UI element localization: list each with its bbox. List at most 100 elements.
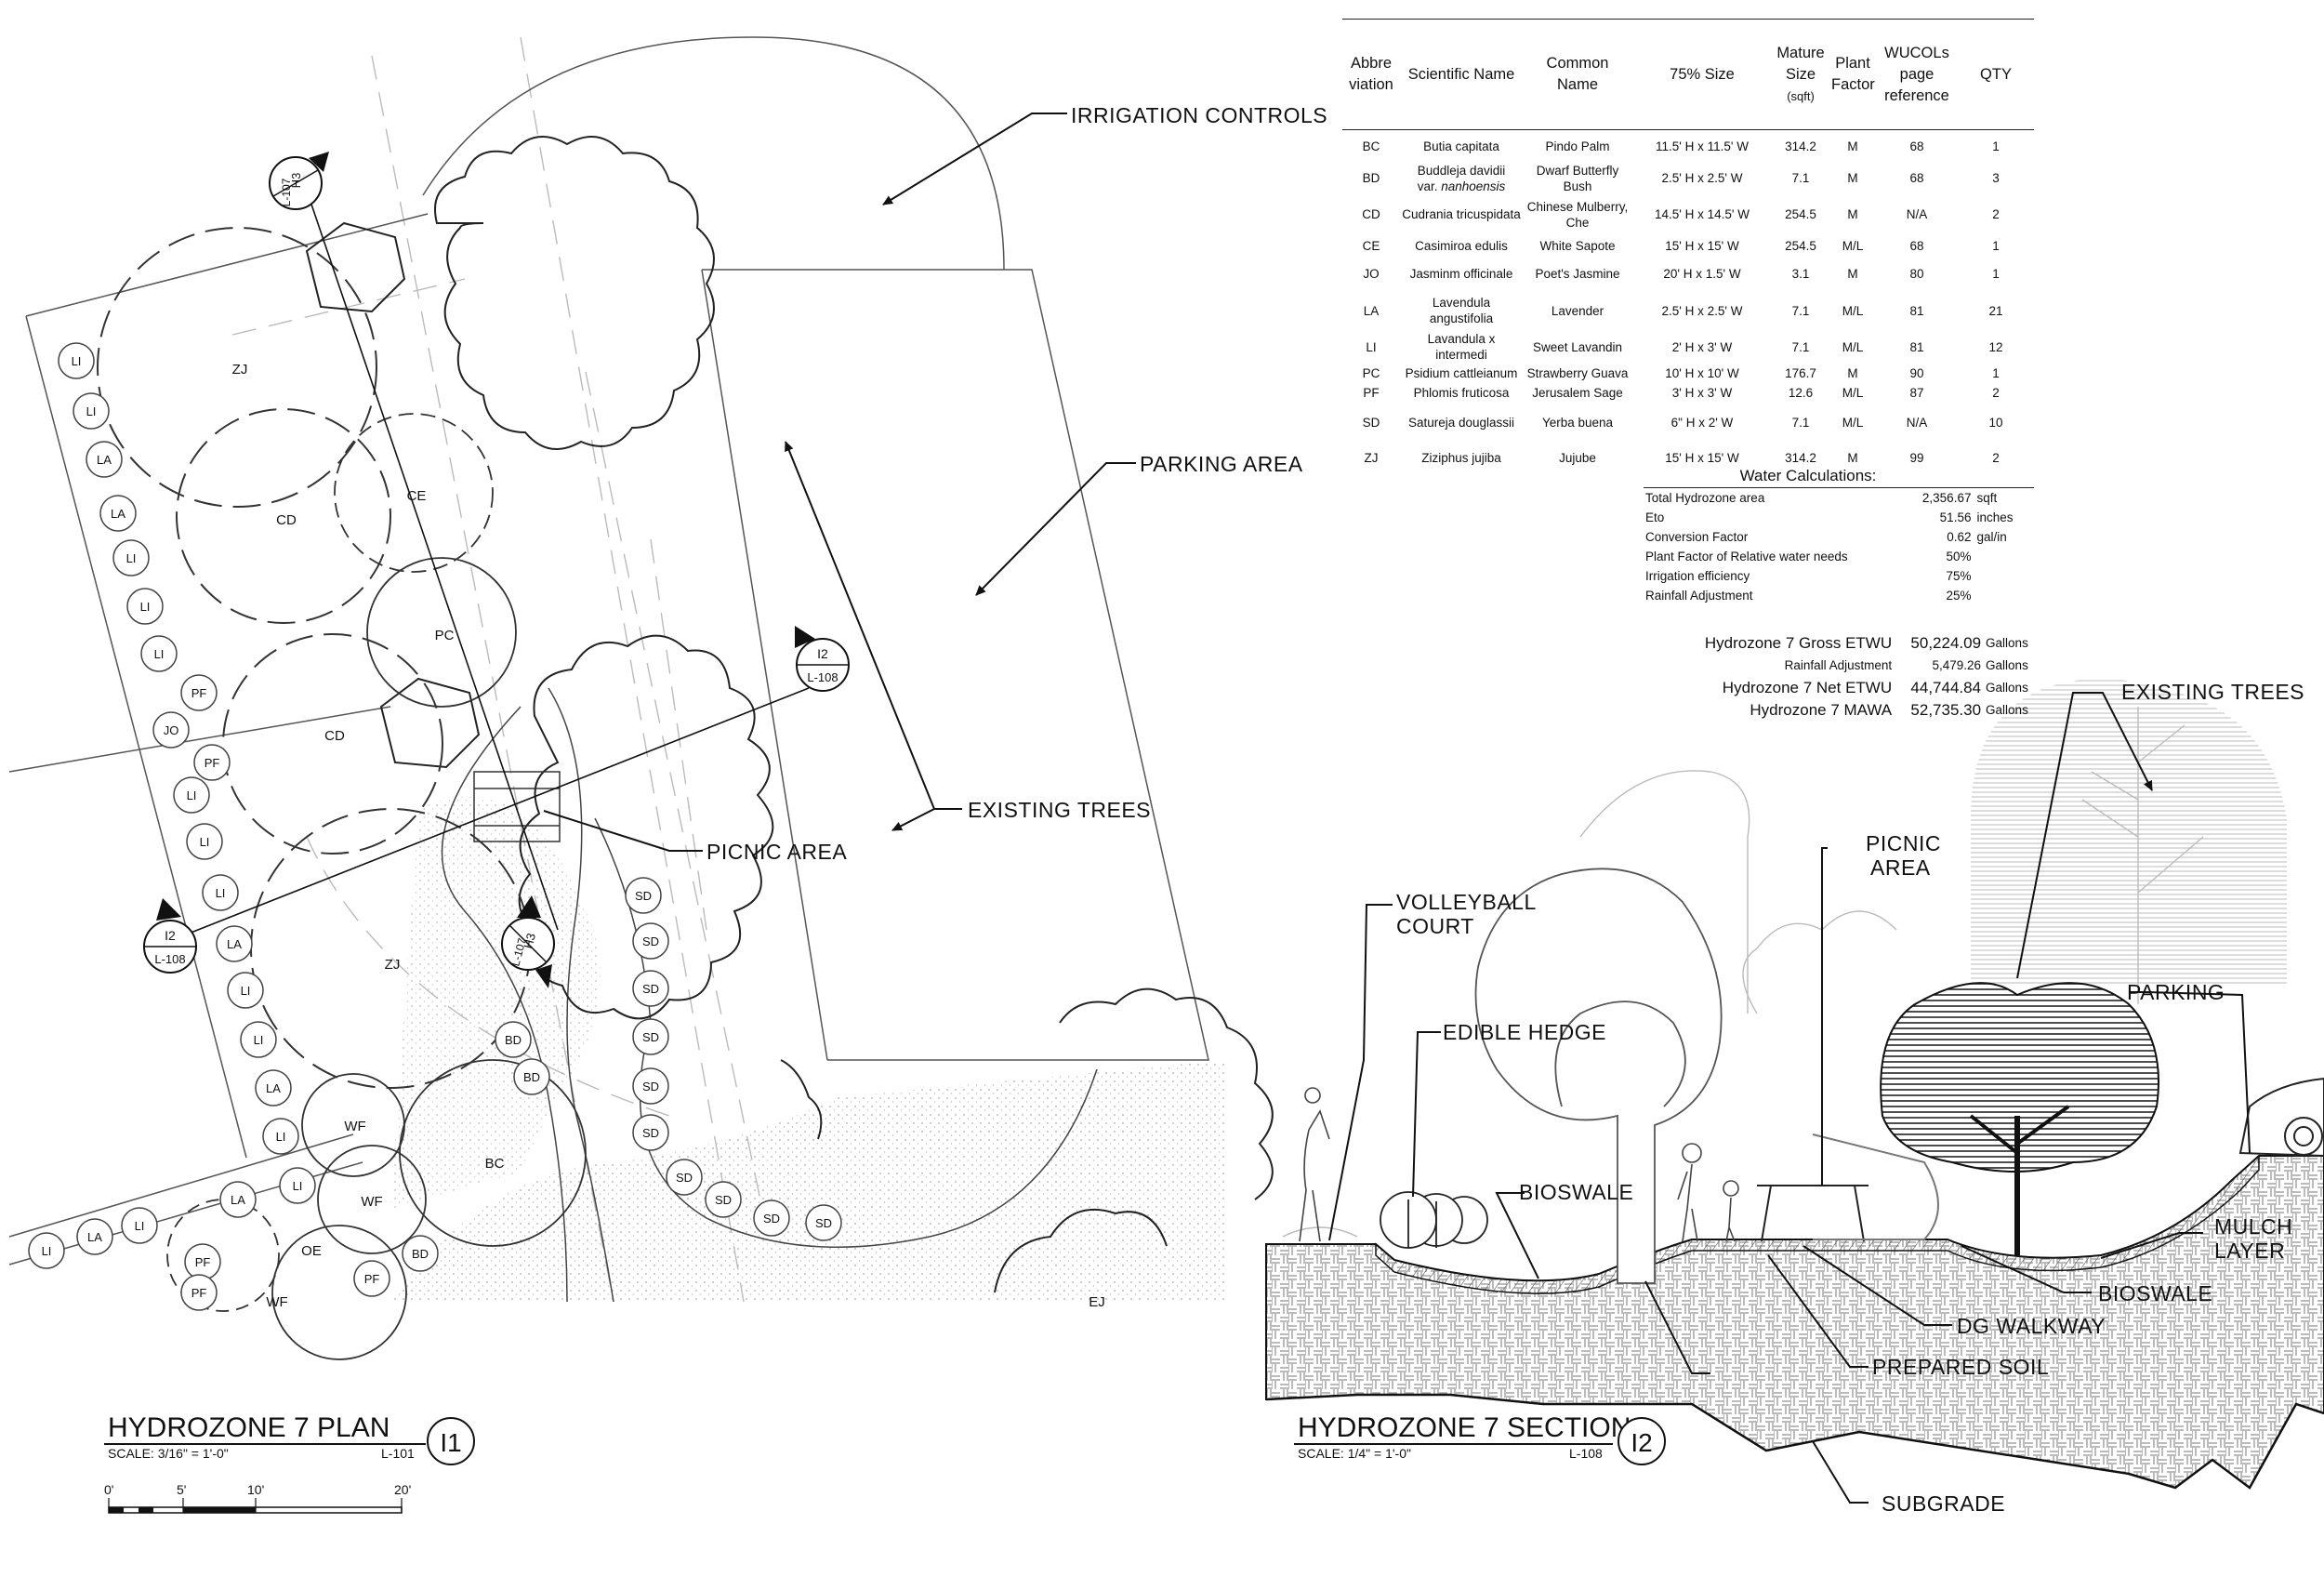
- label-cd: CD: [324, 728, 345, 744]
- cell-wucols-ref: 68: [1909, 139, 1924, 153]
- cell-scientific-name: Phlomis fruticosa: [1413, 385, 1510, 400]
- scale-bar-5: 5': [177, 1482, 186, 1497]
- cell-mature-size: 314.2: [1785, 451, 1816, 465]
- plan-scale: SCALE: 3/16" = 1'-0": [108, 1446, 229, 1461]
- calc-value: 51.56: [1939, 510, 1972, 524]
- cell-plant-factor: M: [1847, 267, 1858, 281]
- callout-volleyball-line1: VOLLEYBALL: [1396, 890, 1537, 914]
- plant-label-jo: JO: [164, 723, 179, 737]
- calc-value: 2,356.67: [1921, 491, 1972, 505]
- plant-symbol-li: [186, 823, 223, 860]
- cell-qty: 3: [1992, 171, 2000, 185]
- plant-symbol-li: [240, 1021, 277, 1058]
- section-marker-h3-bottom: H3 L-107: [501, 895, 555, 988]
- section-title-block: HYDROZONE 7 SECTION SCALE: 1/4" = 1'-0" …: [1294, 1412, 1666, 1465]
- etwu-value: 52,735.30: [1910, 701, 1982, 719]
- calc-label: Rainfall Adjustment: [1645, 589, 1753, 603]
- callout-picnic-line2: AREA: [1870, 855, 1931, 880]
- label-oe: OE: [301, 1243, 322, 1259]
- cell-scientific-name-line2: var. nanhoensis: [1417, 179, 1506, 193]
- callout-bioswale-left: BIOSWALE: [1519, 1180, 1633, 1204]
- cell-common-name: Pindo Palm: [1545, 139, 1610, 153]
- plan-light-linework: [231, 36, 763, 1303]
- cell-wucols-ref: N/A: [1906, 207, 1928, 221]
- calc-label: Irrigation efficiency: [1645, 569, 1750, 583]
- plant-label-pf: PF: [205, 756, 220, 770]
- cell-plant-factor: M/L: [1842, 416, 1864, 430]
- callout-subgrade: SUBGRADE: [1882, 1491, 2005, 1516]
- plant-symbol-li: [28, 1232, 65, 1269]
- plant-symbol-la: [216, 925, 253, 962]
- section-marker-i2-left: I2 L-108: [143, 898, 197, 974]
- label-wf: WF: [361, 1194, 382, 1210]
- plant-symbol-jo: [152, 711, 190, 749]
- callout-edible-hedge: EDIBLE HEDGE: [1443, 1020, 1606, 1044]
- etwu-unit: Gallons: [1986, 703, 2028, 717]
- etwu-value: 50,224.09: [1910, 634, 1982, 652]
- plant-label-li: LI: [86, 404, 97, 418]
- callout-prepared-soil: PREPARED SOIL: [1872, 1355, 2049, 1379]
- plant-label-li: LI: [254, 1033, 264, 1047]
- plant-label-la: LA: [87, 1230, 102, 1244]
- cell-wucols-ref: 90: [1909, 365, 1924, 380]
- cell-scientific-name: Butia capitata: [1423, 139, 1499, 153]
- label-ce: CE: [407, 488, 427, 504]
- cell-wucols-ref: 81: [1909, 339, 1924, 354]
- calc-unit: sqft: [1976, 491, 1998, 505]
- plant-symbol-sd: [753, 1199, 790, 1237]
- cell-size: 14.5' H x 14.5' W: [1655, 207, 1750, 221]
- cell-plant-factor: M: [1847, 171, 1858, 185]
- plant-symbol-li: [58, 342, 95, 379]
- header-common-name: Common Name: [1523, 19, 1632, 130]
- cell-common-name: Sweet Lavandin: [1532, 339, 1623, 354]
- cell-size: 11.5' H x 11.5' W: [1656, 139, 1749, 153]
- header-mature-size: Mature Size(sqft): [1772, 19, 1829, 130]
- cell-qty: 10: [1988, 416, 2003, 430]
- plant-symbol-pf: [180, 674, 218, 711]
- plant-label-pf: PF: [191, 1286, 207, 1300]
- plant-label-li: LI: [72, 354, 82, 368]
- cell-qty: 1: [1992, 139, 2000, 153]
- plan-detail-bubble: [427, 1417, 475, 1465]
- plan-detail-id: I1: [440, 1428, 461, 1457]
- plant-symbol-pf: [180, 1274, 218, 1311]
- calc-unit: inches: [1976, 510, 2014, 524]
- cell-common-name: Jerusalem Sage: [1532, 385, 1623, 400]
- cell-scientific-name: Satureja douglassii: [1407, 416, 1515, 430]
- cell-wucols-ref: 68: [1909, 171, 1924, 185]
- cell-mature-size: 7.1: [1791, 339, 1810, 354]
- cell-abbreviation: JO: [1363, 267, 1380, 281]
- cell-abbreviation: CD: [1362, 207, 1380, 221]
- section-sheet-ref: L-108: [1569, 1446, 1603, 1461]
- calc-label: Conversion Factor: [1645, 530, 1749, 544]
- header-scientific-name: Scientific Name: [1400, 19, 1523, 130]
- section-tree-hatched: [1880, 982, 2159, 1255]
- cell-qty: 2: [1992, 385, 2000, 400]
- plant-label-pf: PF: [195, 1255, 211, 1269]
- plant-symbol-pf: [353, 1260, 390, 1297]
- plant-symbol-li: [121, 1207, 158, 1244]
- callout-mulch-line1: MULCH: [2214, 1214, 2292, 1239]
- section-tree-left: [1474, 868, 1723, 1284]
- callout-picnic-line1: PICNIC: [1866, 831, 1941, 855]
- plant-symbol-li: [73, 392, 110, 430]
- section-picnic-table: [1757, 1133, 1939, 1242]
- plant-label-la: LA: [227, 937, 242, 951]
- cell-common-name: Dwarf Butterfly Bush: [1536, 163, 1619, 193]
- label-bc: BC: [485, 1156, 505, 1172]
- plant-symbol-sd: [666, 1159, 703, 1196]
- header-mature-size-unit: (sqft): [1787, 88, 1815, 103]
- plant-symbol-la: [86, 441, 123, 478]
- cell-abbreviation: BD: [1362, 171, 1380, 185]
- plant-label-la: LA: [231, 1193, 245, 1207]
- header-wucols: WUCOLs page reference: [1876, 19, 1958, 130]
- cell-scientific-name: Psidium cattleianum: [1405, 365, 1518, 380]
